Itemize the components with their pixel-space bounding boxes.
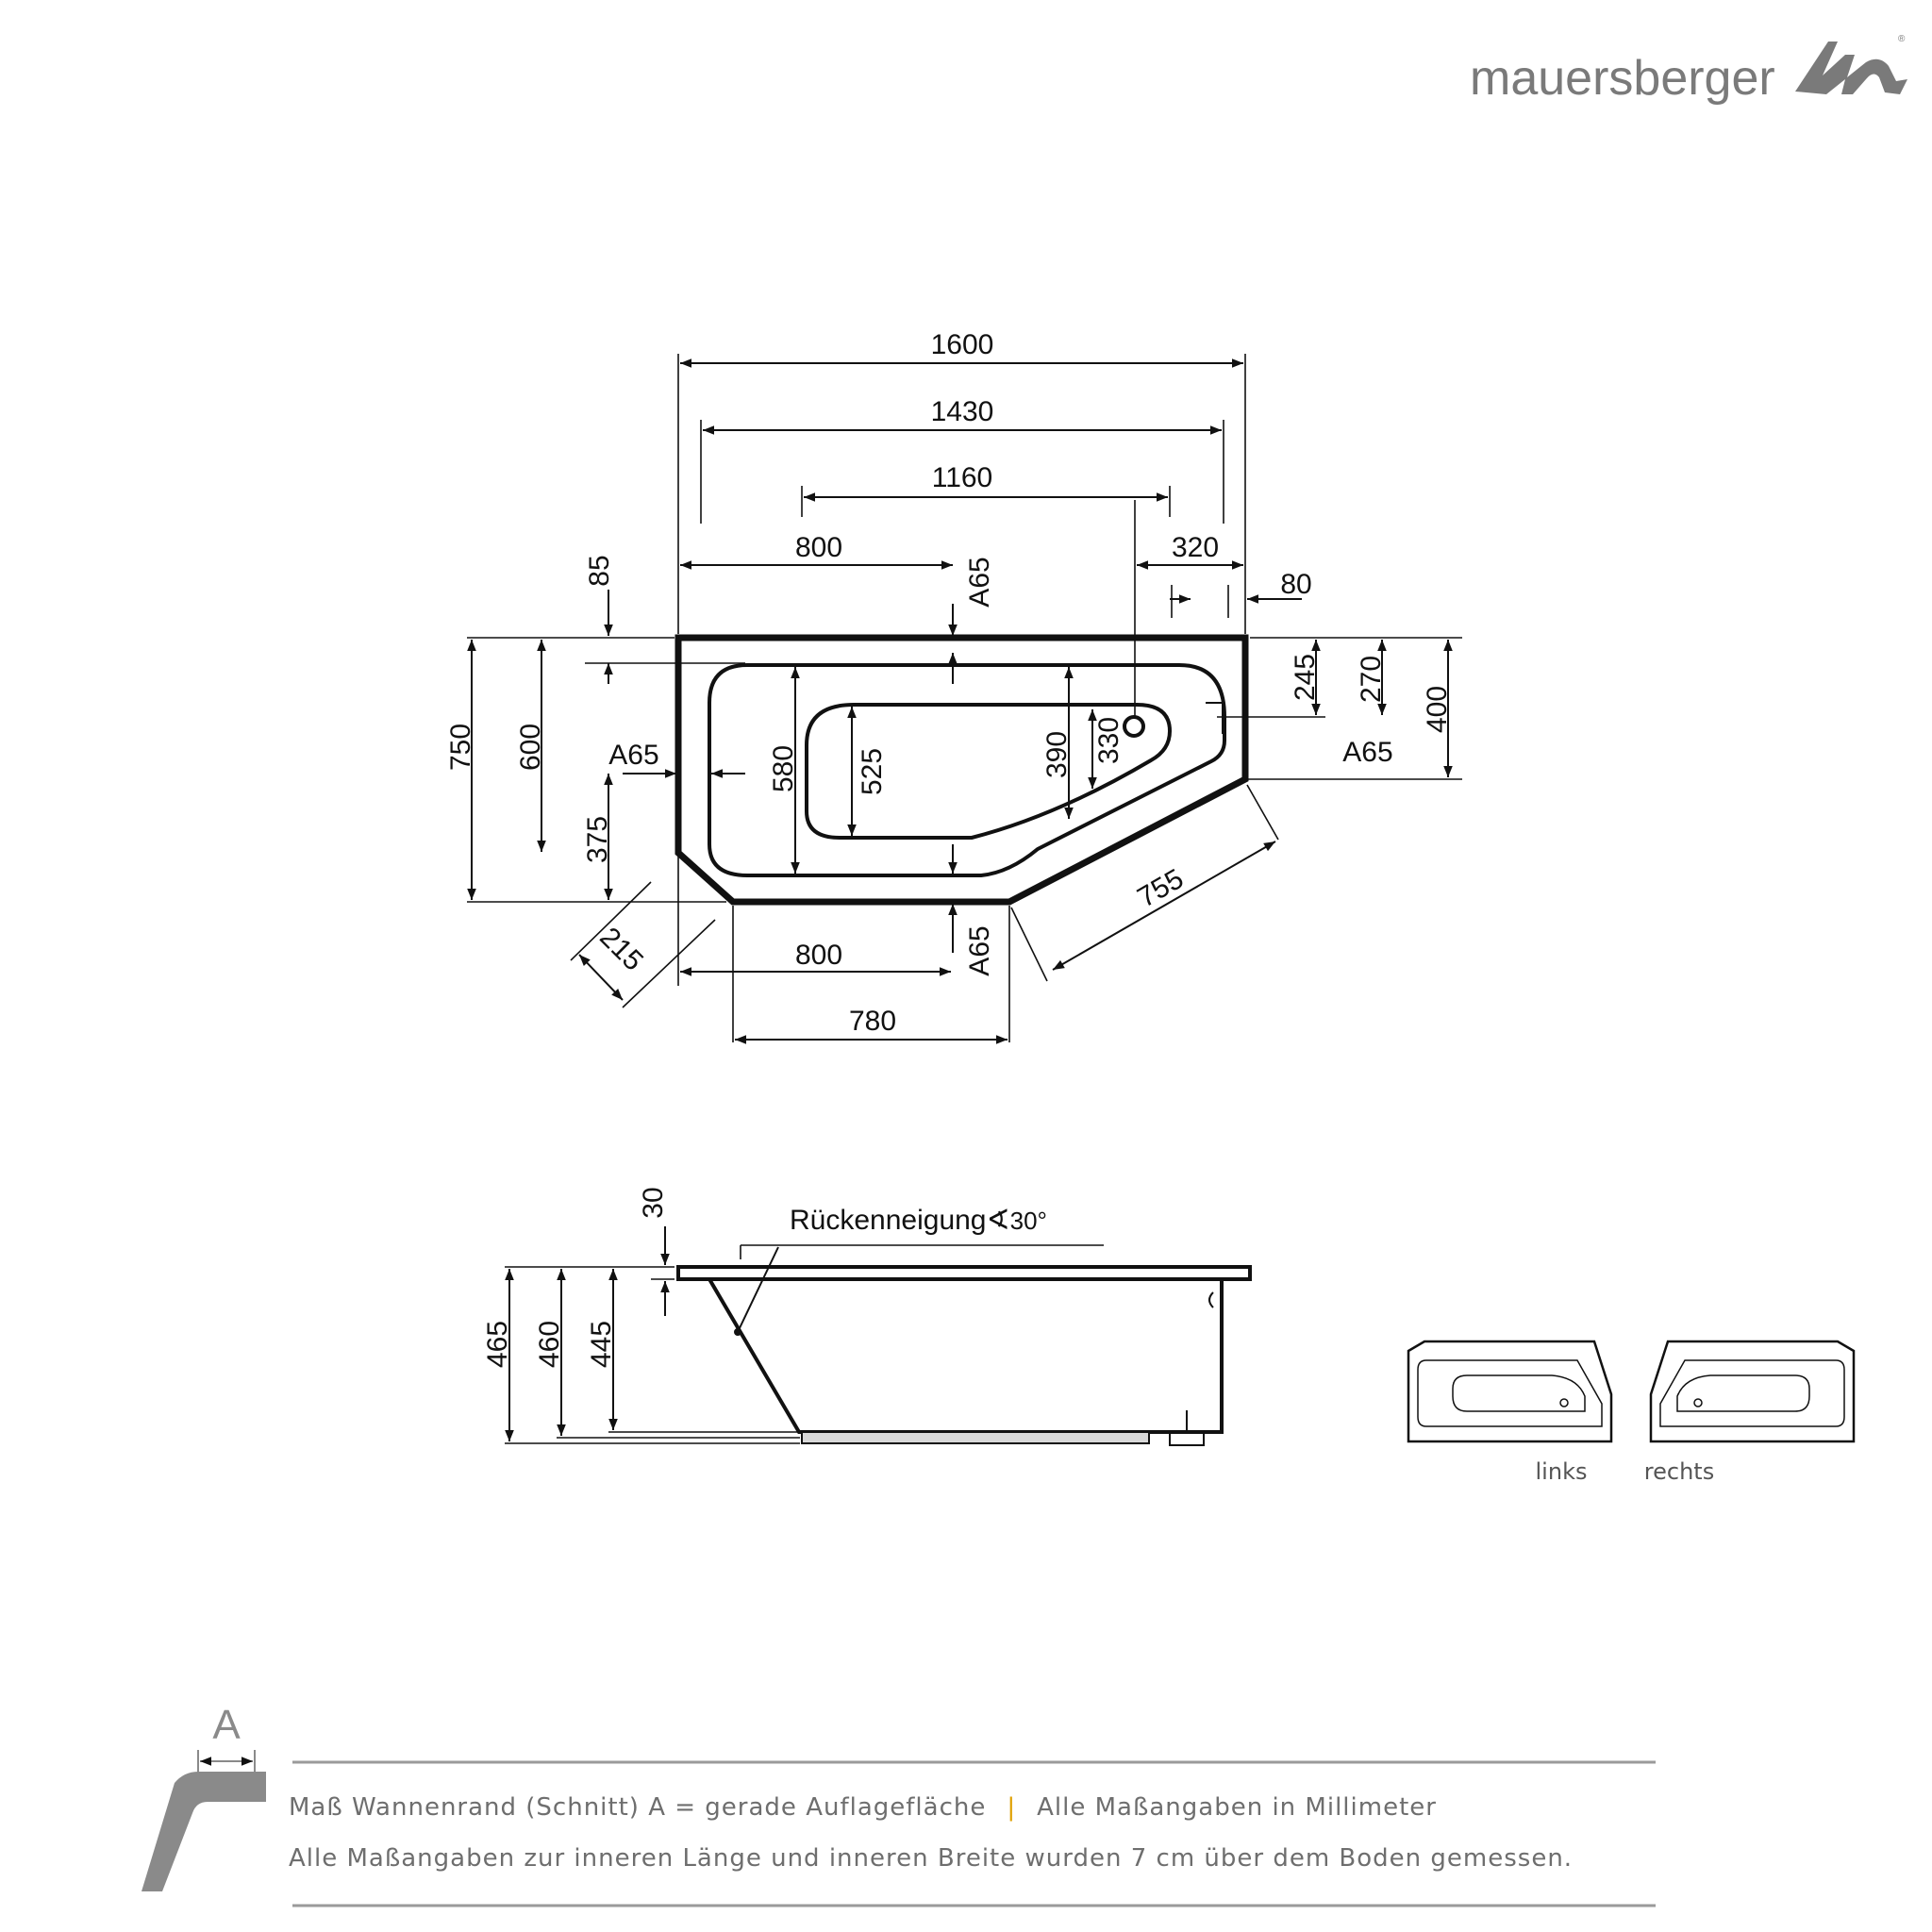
overflow-section (1208, 1291, 1214, 1308)
dim-375: 375 (582, 816, 613, 863)
drain-hole-icon (1123, 715, 1145, 738)
side-extension-lines (505, 1244, 1104, 1444)
variant-rechts-label: rechts (1644, 1458, 1714, 1485)
dim-1600: 1600 (931, 329, 994, 360)
registered-mark: ® (1898, 34, 1906, 44)
dim-a65-top: A65 (964, 557, 995, 607)
footer-separator: | (1007, 1793, 1016, 1822)
angle-icon: ∢ (987, 1205, 1010, 1236)
dim-580: 580 (768, 745, 799, 792)
rim-symbol-label: A (212, 1702, 241, 1748)
dim-800-bottom: 800 (795, 940, 842, 971)
tub-outer-outline (675, 634, 1249, 906)
dim-30: 30 (638, 1187, 669, 1218)
brand-name: mauersberger (1470, 51, 1775, 106)
tub-basin-floor (805, 703, 1173, 840)
variant-links-label: links (1536, 1458, 1588, 1485)
side-dimension-arrows (505, 1226, 779, 1441)
dim-320: 320 (1172, 532, 1219, 563)
dim-245: 245 (1290, 654, 1321, 701)
variant-rechts (1649, 1340, 1856, 1443)
dim-330: 330 (1093, 717, 1124, 764)
drain-foot (1169, 1431, 1205, 1446)
footer-units-note: Alle Maßangaben in Millimeter (1037, 1793, 1437, 1822)
dim-400: 400 (1422, 686, 1453, 733)
dim-755: 755 (1132, 863, 1189, 914)
footer: A Maß Wannenrand (Schnitt) A = gerade Au… (142, 1702, 1656, 1907)
dim-390: 390 (1041, 731, 1073, 778)
dimension-arrows (467, 358, 1453, 1044)
dim-525: 525 (857, 748, 888, 795)
overflow-marker (1206, 702, 1224, 734)
dim-460: 460 (534, 1321, 565, 1368)
brand-logo: mauersberger ® (1470, 34, 1907, 106)
tub-body-section (708, 1277, 1224, 1434)
footer-line-2: Alle Maßangaben zur inneren Länge und in… (289, 1844, 1573, 1873)
back-slope-label: Rückenneigung∢30° (790, 1205, 1047, 1236)
rim-profile-icon (142, 1772, 266, 1891)
dim-1430: 1430 (931, 396, 994, 427)
top-view: 1600 1430 1160 800 320 80 85 A65 750 600… (445, 329, 1462, 1044)
dim-80: 80 (1280, 569, 1311, 600)
dim-600: 600 (515, 724, 546, 771)
variant-links-outline (1407, 1340, 1613, 1443)
dimension-labels: 1600 1430 1160 800 320 80 85 A65 750 600… (445, 329, 1453, 1037)
dim-750: 750 (445, 724, 476, 771)
footer-rim-note: Maß Wannenrand (Schnitt) A = gerade Aufl… (289, 1793, 986, 1822)
rim-width-arrow (197, 1750, 256, 1774)
dim-780: 780 (849, 1006, 896, 1037)
dim-a65-right: A65 (1342, 737, 1392, 768)
tub-rim-section (676, 1265, 1252, 1281)
dim-85: 85 (584, 555, 615, 586)
dim-465: 465 (482, 1321, 513, 1368)
brand-mark-icon (1795, 42, 1907, 94)
tub-base-plate (801, 1431, 1150, 1444)
dim-445: 445 (586, 1321, 617, 1368)
dim-1160: 1160 (932, 462, 993, 493)
dim-a65-bottom: A65 (964, 925, 995, 975)
variant-links: links (1407, 1340, 1613, 1485)
dim-270: 270 (1356, 656, 1387, 703)
extension-lines (467, 354, 1462, 1042)
footer-line-1: Maß Wannenrand (Schnitt) A = gerade Aufl… (289, 1793, 1437, 1822)
tub-inner-rim (708, 663, 1226, 877)
dim-a65-left: A65 (608, 740, 658, 771)
variant-rechts-outline (1649, 1340, 1856, 1443)
side-view: 30 465 460 445 Rückenneigung∢30° (482, 1187, 1252, 1446)
dim-800-top: 800 (795, 532, 842, 563)
